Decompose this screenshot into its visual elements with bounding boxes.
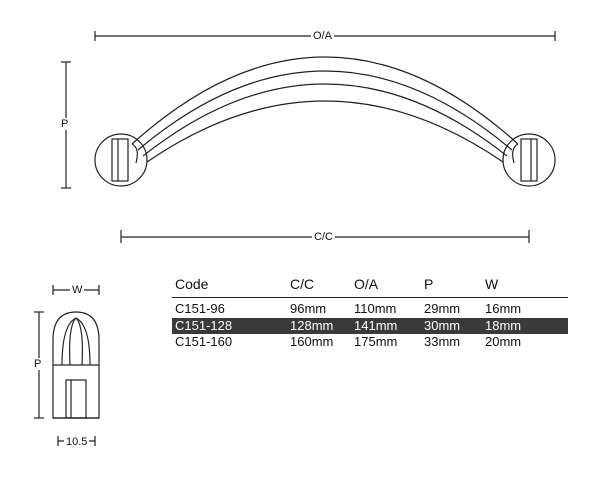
side-view <box>52 311 100 419</box>
base-label: 10.5 <box>64 436 90 448</box>
handle-arch <box>131 56 519 164</box>
cell-code: C151-128 <box>175 318 233 333</box>
cell-cc: 160mm <box>290 334 334 349</box>
table-row: C151-96 96mm 110mm 29mm 16mm <box>172 301 568 317</box>
table-divider <box>172 297 568 298</box>
header-w: W <box>485 276 499 292</box>
cell-oa: 110mm <box>354 301 397 316</box>
projection-label: P <box>61 118 69 130</box>
cell-code: C151-96 <box>175 301 225 316</box>
header-code: Code <box>175 276 209 292</box>
right-foot <box>502 133 556 187</box>
table-row-highlighted: C151-128 128mm 141mm 30mm 18mm <box>172 318 568 334</box>
header-cc: C/C <box>290 276 315 292</box>
cell-p: 29mm <box>424 301 461 316</box>
side-projection-label: P <box>34 358 42 370</box>
left-foot <box>94 133 148 187</box>
header-oa: O/A <box>354 276 379 292</box>
header-p: P <box>424 276 434 292</box>
table-row: C151-160 160mm 175mm 33mm 20mm <box>172 334 568 350</box>
cell-oa: 175mm <box>354 334 398 349</box>
cell-code: C151-160 <box>175 334 233 349</box>
overall-label: O/A <box>311 30 334 42</box>
cell-cc: 128mm <box>290 318 334 333</box>
side-width-label: W <box>70 284 85 296</box>
cell-cc: 96mm <box>290 301 327 316</box>
cell-w: 16mm <box>485 301 522 316</box>
cell-w: 18mm <box>485 318 522 333</box>
cell-oa: 141mm <box>354 318 398 333</box>
cell-p: 33mm <box>424 334 461 349</box>
table-header: Code C/C O/A P W <box>172 276 568 292</box>
cell-w: 20mm <box>485 334 522 349</box>
center-label: C/C <box>312 231 335 243</box>
cell-p: 30mm <box>424 318 461 333</box>
